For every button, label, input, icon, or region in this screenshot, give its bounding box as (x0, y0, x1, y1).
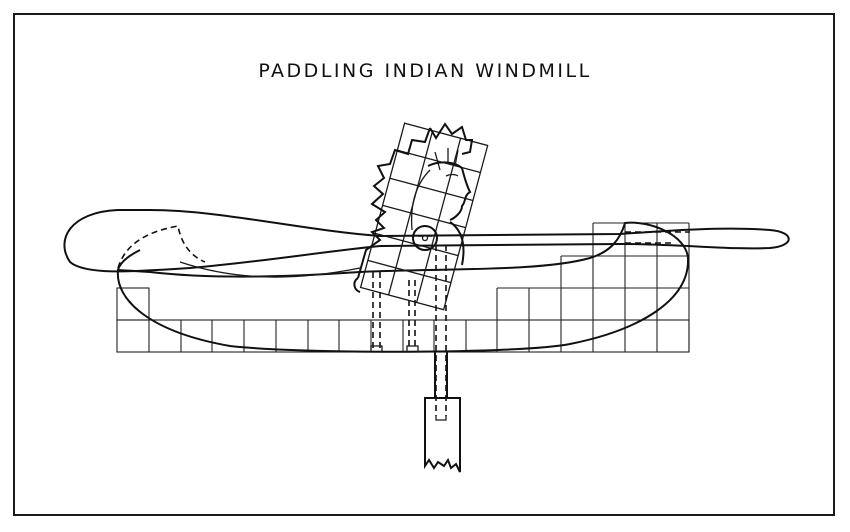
diagram-title: PADDLING INDIAN WINDMILL (258, 60, 592, 82)
headdress-icon (429, 122, 474, 155)
figure-grid (359, 122, 489, 311)
construction-grid (116, 222, 690, 353)
page-border (13, 13, 835, 516)
pole (424, 352, 461, 473)
pivot-circle (412, 225, 438, 251)
indian-head (353, 122, 474, 293)
pole-socket (424, 397, 461, 473)
canoe-hull (116, 221, 690, 353)
paddle (63, 209, 790, 278)
indian-figure (359, 122, 489, 311)
